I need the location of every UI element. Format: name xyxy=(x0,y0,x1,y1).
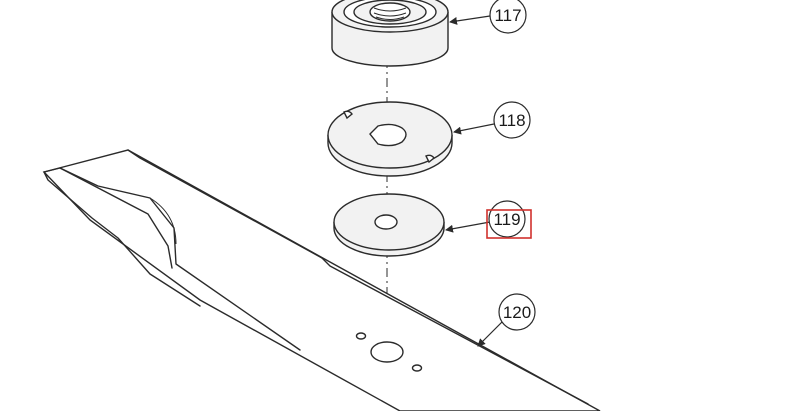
blade-pin-hole-right xyxy=(411,364,423,372)
leader-119 xyxy=(445,221,491,233)
leader-118 xyxy=(453,123,495,135)
callout-120[interactable]: 120 xyxy=(498,293,536,331)
callout-119-label: 119 xyxy=(493,210,520,229)
blade-pin-hole-left xyxy=(355,332,367,340)
leader-120 xyxy=(477,321,503,347)
bearing-threaded-bore xyxy=(369,2,411,22)
leader-117 xyxy=(449,15,491,25)
adapter-keyed-hole xyxy=(369,123,407,147)
callout-117[interactable]: 117 xyxy=(489,0,527,34)
part-117-bearing xyxy=(331,0,449,67)
callout-120-label: 120 xyxy=(503,303,531,322)
part-118-adapter xyxy=(327,101,453,177)
part-119-washer xyxy=(333,193,445,257)
callout-119[interactable]: 119 xyxy=(488,200,526,238)
selection-highlight-119 xyxy=(486,209,532,239)
callout-118[interactable]: 118 xyxy=(493,101,531,139)
part-120-blade xyxy=(42,149,601,411)
callout-118-label: 118 xyxy=(498,111,525,130)
washer-center-hole xyxy=(374,214,398,230)
callout-117-label: 117 xyxy=(494,6,521,25)
blade-center-hole xyxy=(370,341,404,363)
